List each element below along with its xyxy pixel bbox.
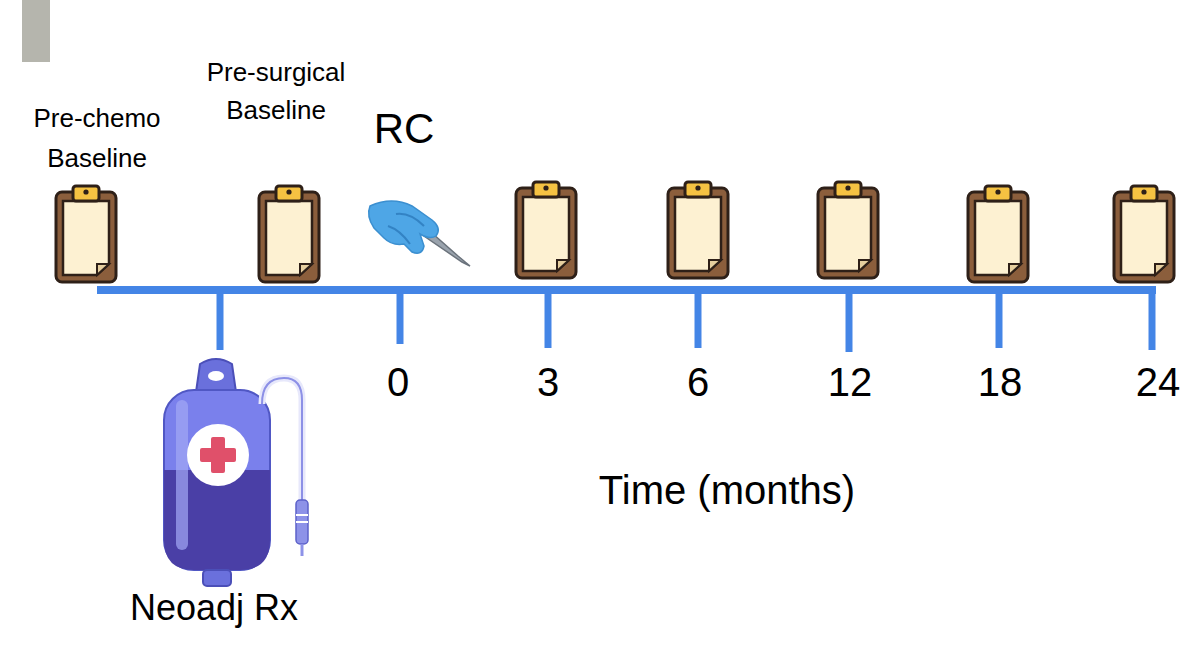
tick-label: 24 — [1136, 358, 1181, 406]
tick-label: 18 — [978, 358, 1023, 406]
clipboard-icon — [1114, 186, 1174, 282]
clipboard-icon — [818, 182, 878, 278]
axis-ticks — [220, 290, 1152, 352]
axis-tick — [846, 290, 853, 352]
tick-label: 3 — [537, 358, 559, 406]
axis-tick — [217, 290, 224, 350]
clipboard-icon — [56, 186, 116, 282]
tick-label: 0 — [387, 358, 409, 406]
iv-bag-icon — [164, 359, 308, 586]
axis-tick — [1149, 290, 1156, 350]
clipboard-icon — [259, 186, 319, 282]
axis-tick — [996, 290, 1003, 348]
axis-title: Time (months) — [599, 465, 855, 515]
axis-tick — [695, 290, 702, 348]
tick-label: 12 — [828, 358, 873, 406]
timepoint-label: Pre-surgical Baseline — [189, 53, 364, 129]
clipboard-icon — [516, 182, 576, 278]
event-label: RC — [374, 104, 435, 154]
tick-label: 6 — [687, 358, 709, 406]
axis-tick — [545, 290, 552, 348]
treatment-label: Neoadj Rx — [130, 585, 298, 631]
clipboard-icon — [968, 186, 1028, 282]
corner-bar — [22, 0, 50, 62]
axis-tick — [397, 290, 404, 344]
scalpel-icon — [369, 201, 470, 266]
clipboard-icon — [668, 182, 728, 278]
timepoint-label: Pre-chemo Baseline — [17, 98, 177, 178]
